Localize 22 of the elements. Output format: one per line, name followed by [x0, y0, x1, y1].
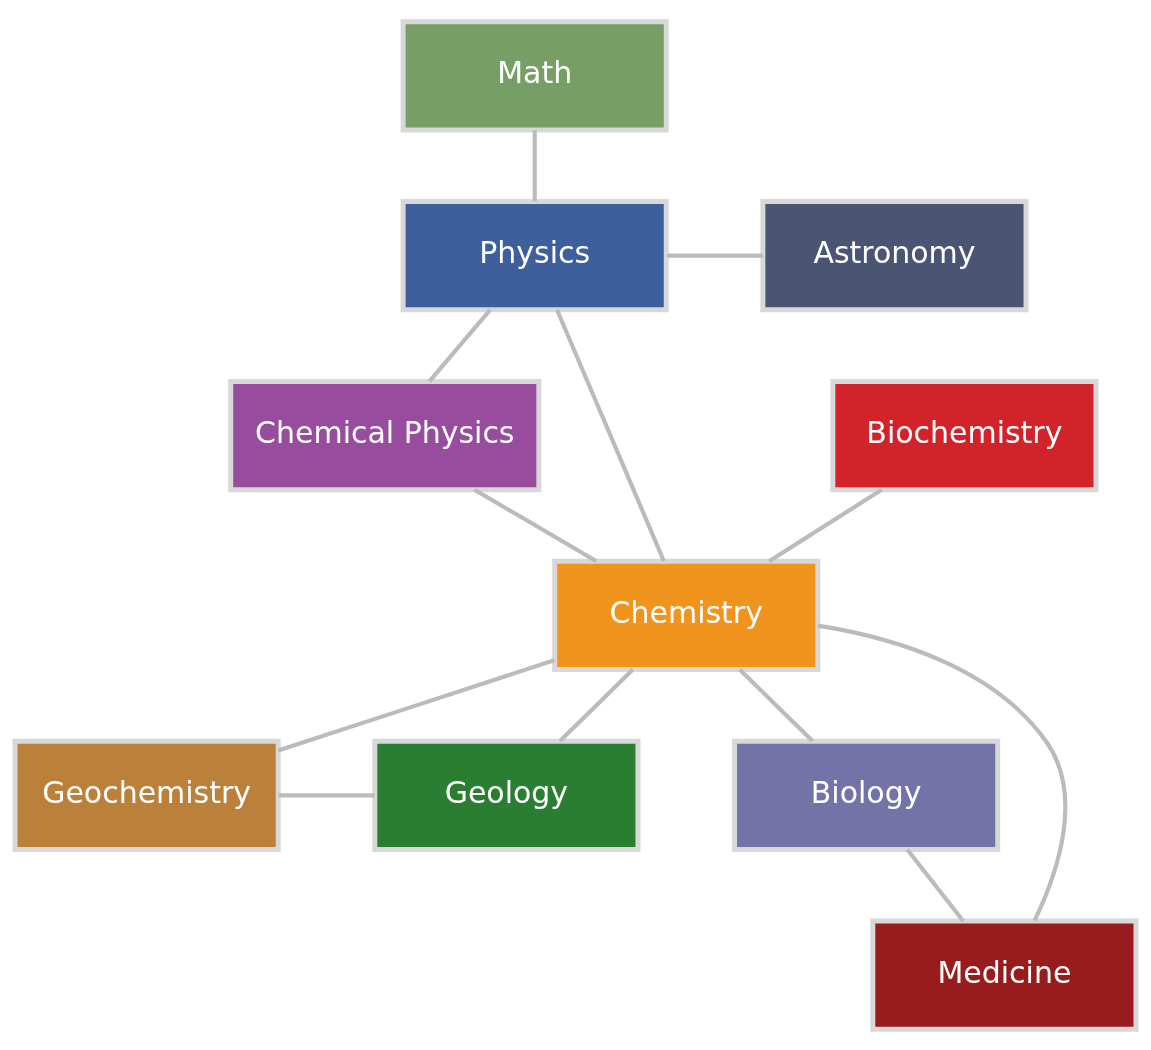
- node-box: Geology: [372, 738, 641, 852]
- node-box: Medicine: [870, 918, 1139, 1032]
- connector: [427, 308, 492, 383]
- connector: [666, 253, 763, 258]
- connector: [278, 792, 375, 797]
- connector: [277, 657, 555, 753]
- node-box: Biochemistry: [830, 378, 1099, 492]
- node-box: Chemistry: [552, 558, 821, 672]
- node-box: Physics: [400, 198, 669, 312]
- connector: [473, 487, 598, 563]
- connector: [905, 847, 965, 922]
- node-box: Astronomy: [760, 198, 1029, 312]
- connector: [558, 667, 635, 743]
- connector: [768, 487, 883, 563]
- connector: [817, 623, 1068, 921]
- connector: [738, 667, 814, 743]
- connector: [555, 308, 666, 562]
- node-box: Math: [400, 18, 669, 132]
- node-box: Chemical Physics: [228, 378, 542, 492]
- node-box: Geochemistry: [12, 738, 281, 852]
- node-box: Biology: [732, 738, 1001, 852]
- connector: [532, 129, 537, 201]
